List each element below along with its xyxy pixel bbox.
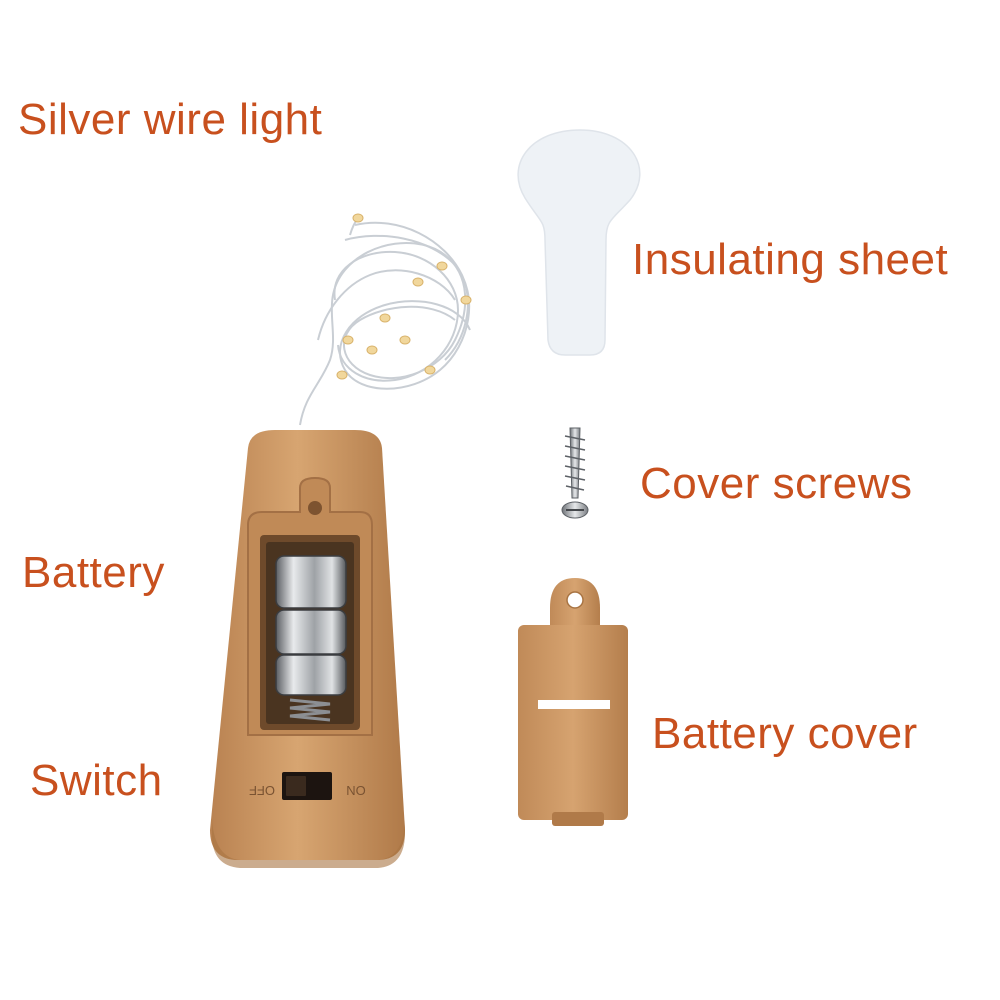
switch-slider: OFF ON (249, 772, 366, 800)
cover-screw (561, 427, 589, 519)
switch-on-marking: ON (346, 783, 366, 798)
label-switch: Switch (30, 756, 163, 805)
silver-wire-light (299, 213, 472, 426)
label-battery-cover: Battery cover (652, 709, 918, 758)
label-cover-screws: Cover screws (640, 459, 913, 508)
battery-cells (275, 555, 347, 722)
label-silver-wire-light: Silver wire light (18, 95, 323, 144)
label-insulating-sheet: Insulating sheet (632, 235, 949, 284)
battery-cover-part (518, 578, 628, 826)
label-battery: Battery (22, 548, 165, 597)
insulating-sheet (517, 129, 641, 356)
switch-off-marking: OFF (249, 783, 275, 798)
